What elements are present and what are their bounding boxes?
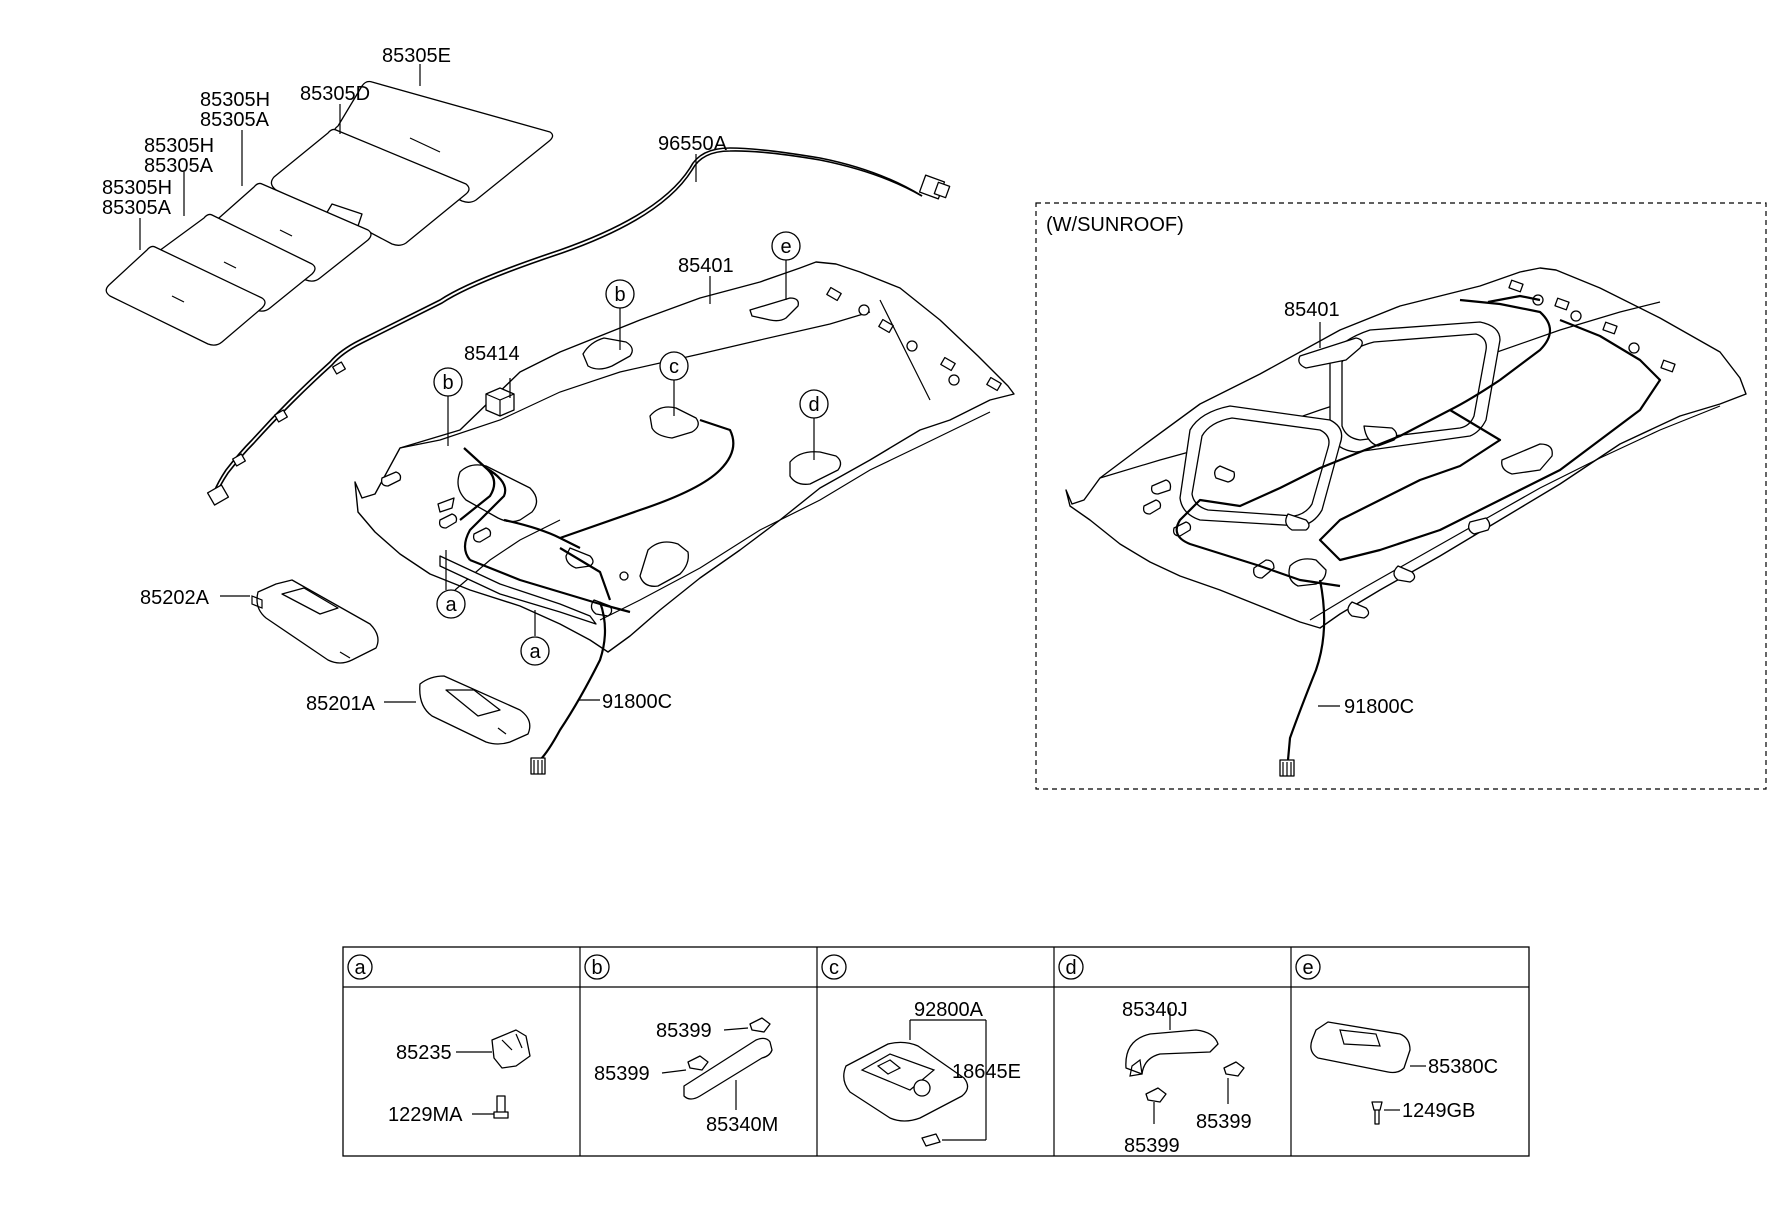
- sunvisor-85202A[interactable]: [256, 579, 379, 664]
- sunroof-label-91800C[interactable]: 91800C: [1344, 696, 1414, 718]
- label-85305A-1[interactable]: 85305A: [200, 109, 270, 131]
- cell-e: 85380C 1249GB: [1310, 1021, 1498, 1125]
- cell-d: 85340J 85399 85399: [1122, 999, 1252, 1157]
- label-85305A-3[interactable]: 85305A: [102, 197, 172, 219]
- label-91800C[interactable]: 91800C: [602, 691, 672, 713]
- label-85340J[interactable]: 85340J: [1122, 999, 1188, 1021]
- label-1229MA[interactable]: 1229MA: [388, 1104, 463, 1126]
- bulb-18645E-icon[interactable]: [921, 1133, 941, 1147]
- table-header-c: c: [829, 957, 839, 979]
- cell-a: 85235 1229MA: [388, 1029, 531, 1126]
- headliner-clips: [473, 286, 1002, 581]
- main-part-labels: 85305E 85305H 85305A 85305D 85305H 85305…: [102, 45, 734, 715]
- label-85235[interactable]: 85235: [396, 1042, 452, 1064]
- sunroof-label-85401[interactable]: 85401: [1284, 299, 1340, 321]
- label-96550A[interactable]: 96550A: [658, 133, 728, 155]
- table-header-d: d: [1065, 957, 1076, 979]
- sunroof-inset: (W/SUNROOF): [1035, 202, 1767, 790]
- cover-85380C-icon[interactable]: [1310, 1021, 1411, 1074]
- leader-lines: [139, 64, 815, 703]
- callout-e: e: [780, 236, 791, 258]
- label-85399-d2[interactable]: 85399: [1124, 1135, 1180, 1157]
- label-85305A-2[interactable]: 85305A: [144, 155, 214, 177]
- antenna-cable: [206, 147, 951, 506]
- label-85201A[interactable]: 85201A: [306, 693, 376, 715]
- label-85340M[interactable]: 85340M: [706, 1114, 778, 1136]
- callout-a-1: a: [445, 594, 457, 616]
- callout-d: d: [808, 394, 819, 416]
- callout-b-1: b: [442, 372, 453, 394]
- grab-handle-85340J-icon[interactable]: [1125, 1029, 1219, 1075]
- callout-b-2: b: [614, 284, 625, 306]
- detail-table: a b c d e 85235 1229MA 85399 85399: [342, 946, 1530, 1157]
- main-callouts: a a b b c d e: [433, 231, 829, 666]
- label-18645E[interactable]: 18645E: [952, 1061, 1021, 1083]
- label-85305H-3[interactable]: 85305H: [102, 177, 172, 199]
- headliner-85401: [354, 261, 1015, 775]
- label-85305D[interactable]: 85305D: [300, 83, 370, 105]
- table-header-b: b: [591, 957, 602, 979]
- map-lamp-92800A-icon[interactable]: [843, 1041, 969, 1122]
- label-92800A[interactable]: 92800A: [914, 999, 984, 1021]
- label-85305H-1[interactable]: 85305H: [200, 89, 270, 111]
- label-1249GB[interactable]: 1249GB: [1402, 1100, 1475, 1122]
- table-header-e: e: [1302, 957, 1313, 979]
- label-85401[interactable]: 85401: [678, 255, 734, 277]
- label-85399-d1[interactable]: 85399: [1196, 1111, 1252, 1133]
- pad-85305A-1[interactable]: [105, 245, 266, 346]
- label-85380C[interactable]: 85380C: [1428, 1056, 1498, 1078]
- pad-85305A-3[interactable]: [207, 182, 372, 282]
- screw-1249GB-icon[interactable]: [1371, 1101, 1383, 1125]
- label-85305H-2[interactable]: 85305H: [144, 135, 214, 157]
- pad-85305D[interactable]: [270, 128, 470, 246]
- table-header-a: a: [354, 957, 366, 979]
- label-85414[interactable]: 85414: [464, 343, 520, 365]
- screw-1229MA-icon[interactable]: [493, 1095, 509, 1119]
- sun-visors: [251, 579, 531, 745]
- label-85399-b2[interactable]: 85399: [594, 1063, 650, 1085]
- label-85202A[interactable]: 85202A: [140, 587, 210, 609]
- cell-b: 85399 85399 85340M: [594, 1017, 778, 1136]
- sunroof-title: (W/SUNROOF): [1046, 214, 1184, 236]
- cell-c: 92800A 18645E: [843, 999, 1021, 1147]
- roof-pads: [105, 80, 554, 346]
- callout-c: c: [669, 356, 679, 378]
- grab-handle-85340M-icon[interactable]: [683, 1037, 773, 1100]
- label-85305E[interactable]: 85305E: [382, 45, 451, 67]
- callout-a-2: a: [529, 641, 541, 663]
- part-85414-block[interactable]: [485, 387, 515, 417]
- label-85399-b1[interactable]: 85399: [656, 1020, 712, 1042]
